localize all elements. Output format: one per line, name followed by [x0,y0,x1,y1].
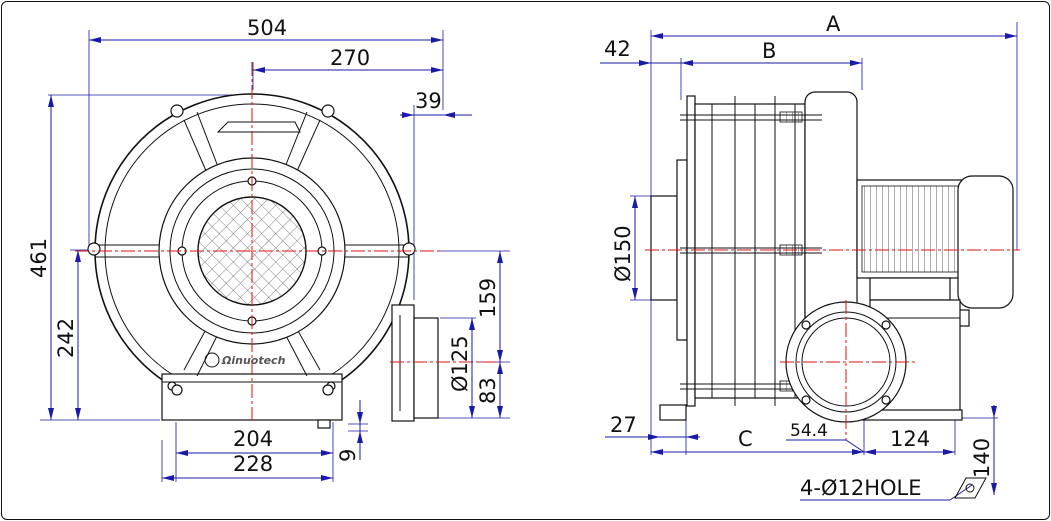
dim-overall-length: A [826,12,841,36]
logo-text: Ωinuotech [221,354,286,367]
dim-foot-height: 140 [970,438,994,478]
dim-outlet-below-center: 83 [476,377,500,404]
dim-outlet-offset: 39 [415,89,442,113]
dim-center-to-outlet: 270 [330,46,370,70]
dim-foot-spacing: 124 [890,427,930,451]
dim-flange-offset: 42 [604,37,631,61]
dim-base-inner: 204 [233,427,273,451]
dim-base-length: C [738,427,753,451]
dim-foot-offset: 27 [610,413,637,437]
front-view: Ωinuotech 504 270 39 461 242 [27,16,510,482]
hole-note: 4-Ø12HOLE [800,476,921,500]
dim-outlet-above-center: 159 [476,278,500,318]
dim-base-outer: 228 [233,452,273,476]
dim-outlet-diameter: Ø125 [448,335,472,392]
dim-base-thickness: 9 [336,449,360,462]
side-view: A B 42 Ø150 27 C 54.4 124 [600,12,1020,501]
dim-housing-length: B [762,39,776,63]
dim-overall-height: 461 [27,238,51,278]
dim-center-height: 242 [54,318,78,358]
dim-overall-width: 504 [247,16,287,40]
dim-center-offset: 54.4 [790,421,828,441]
dim-inlet-diameter: Ø150 [611,225,635,282]
